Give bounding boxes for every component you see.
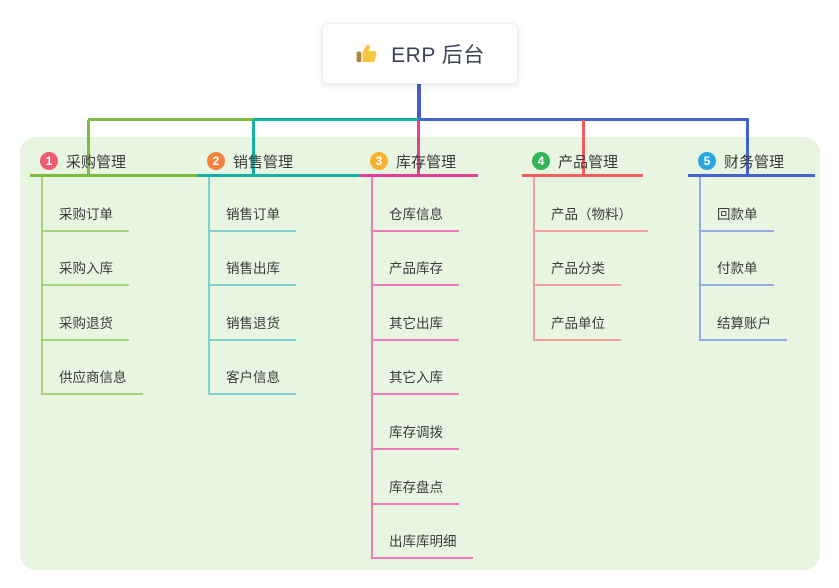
branch-product-spine [533, 177, 535, 341]
mindmap-child-label: 其它入库 [389, 370, 443, 386]
branch-purchase-badge: 1 [40, 152, 58, 170]
mindmap-child-node[interactable]: 结算账户 [699, 286, 787, 341]
mindmap-child-label: 销售订单 [226, 206, 280, 222]
mindmap-child-node[interactable]: 仓库信息 [371, 177, 459, 232]
drop-finance [745, 120, 749, 176]
root-connector [416, 84, 421, 119]
mindmap-child-label: 结算账户 [717, 315, 771, 331]
branch-sales-badge: 2 [207, 152, 225, 170]
mindmap-child-label: 出库库明细 [389, 534, 457, 550]
branch-product[interactable]: 4 产品管理 [522, 148, 643, 177]
mindmap-child-label: 回款单 [717, 206, 758, 222]
branch-finance-badge: 5 [698, 152, 716, 170]
mindmap-child-label: 其它出库 [389, 315, 443, 331]
drop-sales [251, 120, 255, 176]
branch-product-badge: 4 [532, 152, 550, 170]
branch-product-label: 产品管理 [558, 153, 619, 171]
mindmap-child-node[interactable]: 销售订单 [208, 177, 296, 232]
mindmap-child-label: 采购订单 [59, 206, 113, 222]
mindmap-child-node[interactable]: 产品单位 [533, 286, 621, 341]
mindmap-child-node[interactable]: 产品（物料） [533, 177, 648, 232]
branch-purchase-label: 采购管理 [66, 153, 127, 171]
mindmap-child-label: 产品单位 [551, 315, 605, 331]
mindmap-child-node[interactable]: 产品库存 [371, 232, 459, 287]
mindmap-child-node[interactable]: 采购退货 [41, 286, 129, 341]
branch-inventory-spine [371, 177, 373, 560]
root-node[interactable]: ERP 后台 [322, 23, 518, 84]
mindmap-child-node[interactable]: 回款单 [699, 177, 774, 232]
root-label: ERP 后台 [391, 43, 485, 67]
mindmap-child-label: 采购入库 [59, 261, 113, 277]
branch-finance-spine [699, 177, 701, 341]
rail-segment-middle [253, 118, 420, 121]
branch-purchase-spine [41, 177, 43, 396]
branch-inventory-children: 仓库信息产品库存其它出库其它入库库存调拨库存盘点出库库明细 [371, 177, 473, 560]
mindmap-child-label: 产品（物料） [551, 206, 632, 222]
branch-sales-label: 销售管理 [233, 153, 294, 171]
mindmap-child-label: 付款单 [717, 261, 758, 277]
mindmap-child-node[interactable]: 其它入库 [371, 341, 459, 396]
mindmap-child-node[interactable]: 采购入库 [41, 232, 129, 287]
mindmap-child-node[interactable]: 付款单 [699, 232, 774, 287]
mindmap-child-label: 采购退货 [59, 315, 113, 331]
mindmap-child-label: 客户信息 [226, 370, 280, 386]
mindmap-panel [20, 137, 820, 570]
mindmap-child-node[interactable]: 产品分类 [533, 232, 621, 287]
mindmap-child-node[interactable]: 出库库明细 [371, 505, 473, 560]
branch-inventory[interactable]: 3 库存管理 [360, 148, 478, 177]
branch-finance[interactable]: 5 财务管理 [688, 148, 815, 177]
rail-segment-left [88, 118, 253, 121]
branch-product-children: 产品（物料） 产品分类产品单位 [533, 177, 648, 341]
drop-purchase [86, 120, 90, 176]
mindmap-child-label: 销售出库 [226, 261, 280, 277]
mindmap-child-label: 库存调拨 [389, 424, 443, 440]
branch-purchase-children: 采购订单采购入库采购退货供应商信息 [41, 177, 143, 396]
branch-finance-children: 回款单付款单结算账户 [699, 177, 787, 341]
mindmap-child-node[interactable]: 销售出库 [208, 232, 296, 287]
branch-sales[interactable]: 2 销售管理 [197, 148, 365, 177]
mindmap-child-label: 销售退货 [226, 315, 280, 331]
mindmap-child-node[interactable]: 库存盘点 [371, 450, 459, 505]
branch-inventory-label: 库存管理 [396, 153, 457, 171]
drop-product [581, 120, 585, 176]
mindmap-child-label: 产品库存 [389, 261, 443, 277]
mindmap-child-node[interactable]: 销售退货 [208, 286, 296, 341]
mindmap-child-node[interactable]: 客户信息 [208, 341, 296, 396]
mindmap-child-label: 产品分类 [551, 261, 605, 277]
mindmap-child-label: 仓库信息 [389, 206, 443, 222]
mindmap-child-node[interactable]: 采购订单 [41, 177, 129, 232]
mindmap-child-label: 供应商信息 [59, 370, 127, 386]
branch-inventory-badge: 3 [370, 152, 388, 170]
branch-sales-children: 销售订单销售出库销售退货客户信息 [208, 177, 296, 396]
branch-purchase[interactable]: 1 采购管理 [30, 148, 200, 177]
rail-segment-right [418, 118, 749, 121]
drop-inventory [416, 120, 420, 176]
mindmap-child-label: 库存盘点 [389, 479, 443, 495]
branch-sales-spine [208, 177, 210, 396]
branch-finance-label: 财务管理 [724, 153, 785, 171]
mindmap-child-node[interactable]: 其它出库 [371, 286, 459, 341]
mindmap-child-node[interactable]: 库存调拨 [371, 395, 459, 450]
thumbs-up-icon [355, 41, 381, 67]
mindmap-child-node[interactable]: 供应商信息 [41, 341, 143, 396]
